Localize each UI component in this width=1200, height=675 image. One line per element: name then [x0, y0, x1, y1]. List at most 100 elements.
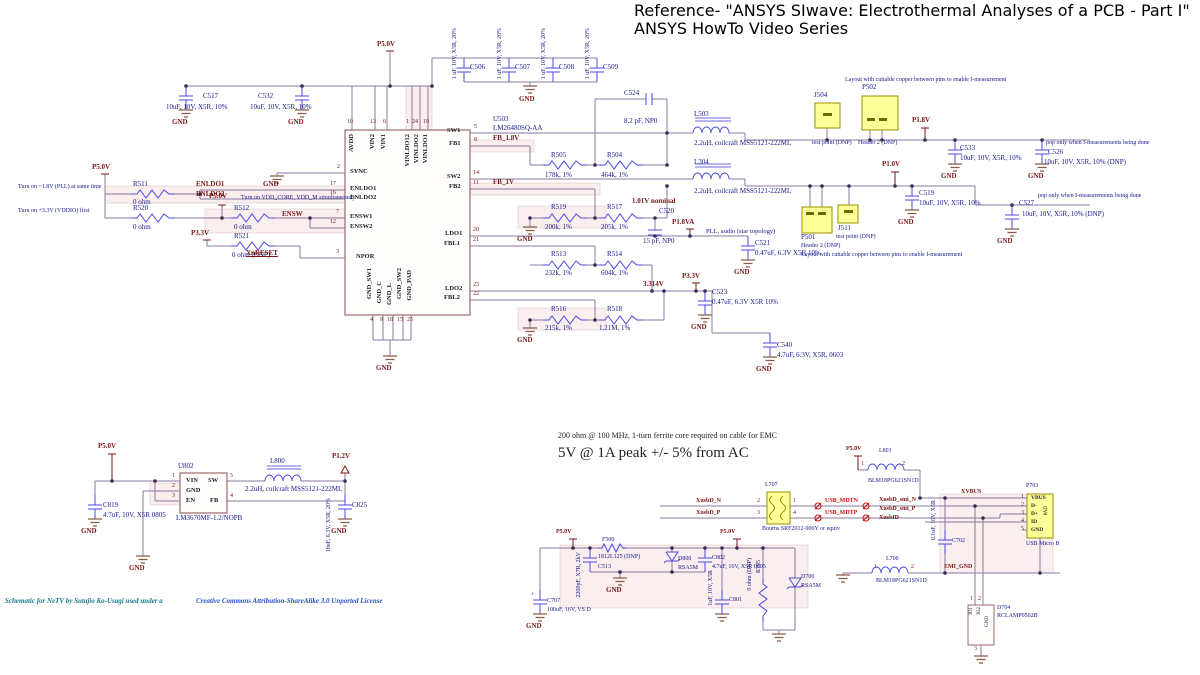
label-19: 19	[423, 119, 429, 125]
label-215k-1: 215k, 1%	[545, 324, 572, 332]
label-25: 25	[407, 317, 413, 323]
label-vin: VIN	[186, 477, 198, 484]
label-10uf-10v-x5r-10-dnp: 10uF, 10V, X5R, 10% (DNP)	[1044, 158, 1126, 166]
label-464k-1: 464k, 1%	[601, 171, 628, 179]
label-gnd: GND	[519, 95, 535, 103]
label-c526: C526	[1048, 148, 1064, 156]
label-xnreset: XnRESET	[246, 249, 278, 257]
label-gnd-sw2: GND_SW2	[396, 268, 403, 300]
label-23: 23	[473, 282, 479, 288]
label-p501: P501	[801, 233, 816, 241]
label-2-2uh-coilcraft-mss5121-222ml: 2.2uH, coilcraft MSS5121-222ML	[694, 187, 792, 195]
label-7: 7	[336, 209, 339, 215]
label-l800: L800	[270, 457, 285, 465]
label-enldo2: ENLDO2	[196, 190, 225, 198]
label-12: 12	[330, 219, 336, 225]
label-gnd: GND	[172, 118, 188, 126]
label-bourns-srf2012-900y-or-equiv: Bourns SRF2012-900Y or equiv	[762, 526, 840, 532]
label-c509: C509	[603, 63, 619, 71]
label-c517: C517	[203, 92, 219, 100]
label-d: D-	[1031, 503, 1037, 509]
label-6: 6	[383, 119, 386, 125]
l707-coil-glyph	[769, 495, 786, 521]
label-2200pf-x7r-2kv: 2200pF, X7R, 2kV	[576, 552, 582, 598]
label-9: 9	[380, 317, 383, 323]
label-xvbus: XVBUS	[961, 489, 982, 495]
label-xusbd-n: XusbD_N	[696, 498, 722, 504]
label-200-ohm-100-mhz-1-turn-ferrite-core-requ: 200 ohm @ 100 MHz, 1-turn ferrite core r…	[558, 431, 778, 440]
label-d800: D800	[678, 556, 692, 562]
label-r505: R505	[551, 151, 567, 159]
label-c707: C707	[547, 598, 561, 604]
label-0-ohm: 0 ohm	[133, 198, 151, 206]
label-d704: D704	[997, 605, 1011, 611]
label-gnd: GND	[606, 586, 622, 594]
label-5v-1a-peak-5-from-ac: 5V @ 1A peak +/- 5% from AC	[558, 445, 749, 461]
label-enldo2: ENLDO2	[350, 194, 377, 201]
label-p3-3v: P3.3V	[682, 272, 701, 280]
label-c533: C533	[960, 144, 976, 152]
label-3: 3	[757, 510, 760, 516]
label-ensw2: ENSW2	[350, 223, 373, 230]
label-p1-8va: P1.8VA	[672, 218, 695, 226]
label-10uf-10v-x5r-10: 10uF, 10V, X5R, 10%	[166, 103, 228, 111]
label-p703: P703	[1026, 483, 1039, 489]
label-2-2uh-coilcraft-mss5121-222ml: 2.2uH, coilcraft MSS5121-222ML	[694, 139, 792, 147]
label-2: 2	[172, 483, 175, 489]
label-1-uf-10v-x5r-20: 1 uF, 10V, X5R, 20%	[541, 28, 547, 80]
label-gnd: GND	[1031, 527, 1044, 533]
label-4: 4	[1021, 518, 1024, 524]
label-test-point-dnp: test point (DNP)	[812, 140, 852, 146]
label-0-47uf-6-3v-x5r-10: 0.47uF, 6.3V X5R 10%	[755, 249, 821, 257]
label-gnd: GND	[691, 323, 707, 331]
label-8-2-pf-np0: 8.2 pF, NP0	[624, 117, 658, 125]
label-gnd: GND	[898, 218, 914, 226]
label-4-7uf-16v-x5r-0805: 4.7uF, 16V, X5R 0805	[712, 564, 766, 570]
label-vin1: VIN1	[380, 134, 387, 150]
label-usb-micro-b: USB Micro B	[1026, 541, 1060, 547]
label-r513: R513	[551, 250, 567, 258]
label-2: 2	[337, 164, 340, 170]
label-5: 5	[474, 124, 477, 130]
inductors	[264, 117, 909, 574]
label-usb-mdtn: USB_MDTN	[825, 498, 859, 504]
label-c802: C802	[712, 555, 726, 561]
label-u503: U503	[493, 115, 509, 123]
label-2: 2	[978, 596, 981, 602]
label-15: 15	[397, 317, 403, 323]
label-gnd: GND	[997, 237, 1013, 245]
p703-body	[1026, 493, 1054, 539]
label-d700: D700	[801, 574, 815, 580]
u503-body	[344, 129, 471, 316]
label-p1-2v: P1.2V	[332, 452, 351, 460]
label-5: 5	[1021, 526, 1024, 532]
label-3: 3	[1021, 510, 1024, 516]
page-subtitle: ANSYS HowTo Video Series	[634, 19, 849, 38]
label-gnd: GND	[376, 364, 392, 372]
label-d: D+	[1031, 511, 1039, 517]
label-2-2uh-coilcraft-mss5121-222ml: 2.2uH, coilcraft MSS5121-222ML	[245, 485, 343, 493]
label-emi-gnd: EMI_GND	[944, 564, 973, 570]
label-layout-with-cuttable-copper-between-pins: Layout with cuttable copper between pins…	[801, 252, 963, 258]
label-gnd: GND	[129, 564, 145, 572]
label-1-uf-10v-x5r-20: 1 uF, 10V, X5R, 20%	[585, 28, 591, 80]
label-10uf-10v-x5r-10: 10uF, 10V, X5R, 10%	[960, 154, 1022, 162]
label-1uf-10v-x5r: 1uF, 10V, X5R	[708, 570, 714, 606]
u802-pin-stubs	[168, 480, 180, 502]
label-2: 2	[902, 461, 905, 467]
f500-fuse	[598, 542, 627, 554]
label-turn-on-vdd-core-vdd-m-simultaneously: Turn on VDD_CORE, VDD_M simultaneously	[241, 195, 356, 201]
label-vinldo2: VINLDO2	[413, 134, 420, 164]
label-1812l125-dnp: 1812L125 (DNP)	[598, 554, 641, 560]
label-13: 13	[370, 119, 376, 125]
label-205k-1: 205k, 1%	[601, 223, 628, 231]
label-fbl1: FBL1	[444, 240, 460, 247]
label-1: 1	[172, 473, 175, 479]
label-3: 3	[172, 493, 175, 499]
label-3-314v: 3.314V	[643, 280, 664, 288]
label-sync: SYNC	[350, 168, 368, 175]
label-15-pf-np0: 15 pF, NP0	[643, 237, 675, 245]
label-c508: C508	[559, 63, 575, 71]
label-p502: P502	[862, 83, 877, 91]
label-fb-1-8v: FB_1.8V	[493, 134, 520, 142]
